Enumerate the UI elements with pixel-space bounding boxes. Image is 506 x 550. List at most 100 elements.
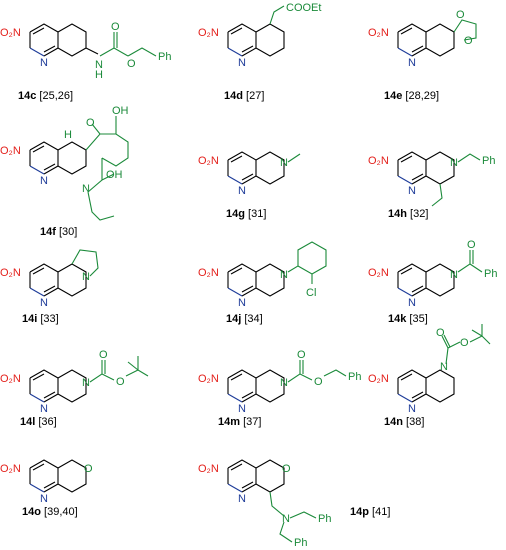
- substituent-label-n: N: [280, 157, 288, 169]
- structure-14e: O₂N N O O: [368, 9, 477, 69]
- substituent-label-cooet: COOEt: [286, 2, 321, 14]
- nitro-label: O₂N: [368, 373, 389, 385]
- substituent-label-ph: Ph: [318, 513, 331, 525]
- caption-14l: 14l [36]: [20, 416, 57, 428]
- substituent-label-n: N: [95, 59, 103, 71]
- compound-id: 14p: [350, 506, 369, 518]
- pyridine-n-label: N: [40, 493, 48, 505]
- substituent-label-ph: Ph: [158, 51, 171, 63]
- substituent-label-o2: O: [127, 58, 136, 70]
- substituent-label-n: N: [282, 513, 290, 525]
- substituent-label-o2: O: [116, 376, 125, 388]
- structure-14j: O₂N N N Cl: [198, 241, 327, 309]
- structure-14c: O₂N N N H O O Ph: [0, 21, 171, 81]
- substituent-label-ph2: Ph: [294, 537, 307, 549]
- structure-14k: O₂N N O N Ph: [368, 239, 497, 309]
- compound-refs: [30]: [58, 226, 78, 238]
- pyridine-n-label: N: [40, 297, 48, 309]
- substituent-label-o2: O: [460, 337, 469, 349]
- nitro-label: O₂N: [0, 27, 21, 39]
- pyridine-n-label: N: [238, 403, 246, 415]
- substituent-label-o: O: [86, 117, 95, 129]
- compound-refs: [33]: [40, 313, 59, 325]
- substituent-label-o: O: [282, 463, 291, 475]
- nitro-label: O₂N: [368, 27, 389, 39]
- substituent-label-n: N: [440, 361, 448, 373]
- compound-id: 14j: [226, 313, 242, 325]
- pyridine-n-label: N: [408, 185, 416, 197]
- nitro-label: O₂N: [198, 267, 219, 279]
- compound-refs: [39,40]: [44, 506, 78, 518]
- caption-14i: 14i [33]: [22, 313, 59, 325]
- compound-refs: [31]: [248, 208, 267, 220]
- pyridine-n-label: N: [40, 175, 48, 187]
- substituent-label-n: N: [82, 377, 90, 389]
- substituent-label-o: O: [84, 463, 93, 475]
- caption-14n: 14n [38]: [384, 416, 424, 428]
- substituent-label-cl: Cl: [306, 287, 316, 299]
- compound-refs: [36]: [38, 416, 57, 428]
- substituent-label-o: O: [436, 327, 445, 339]
- pyridine-n-label: N: [40, 57, 48, 69]
- compound-refs: [38]: [406, 416, 425, 428]
- structure-14n: O₂N N O O N: [368, 324, 491, 415]
- compound-id: 14m: [218, 416, 241, 428]
- nitro-label: O₂N: [368, 267, 389, 279]
- pyridine-n-label: N: [408, 297, 416, 309]
- substituent-label-o2: O: [314, 376, 323, 388]
- nitro-label: O₂N: [0, 373, 21, 385]
- compound-id: 14d: [224, 90, 243, 102]
- substituent-label-n: N: [82, 183, 90, 195]
- compound-id: 14i: [22, 313, 38, 325]
- caption-14p: 14p [41]: [350, 506, 390, 518]
- structure-14g: O₂N N N: [198, 151, 301, 197]
- substituent-label-n: N: [82, 271, 90, 283]
- compound-id: 14c: [18, 90, 37, 102]
- structure-14p: O₂N N O N Ph Ph: [198, 459, 331, 549]
- structure-14d: O₂N N COOEt: [198, 2, 321, 69]
- substituent-label-ph: Ph: [484, 268, 497, 280]
- structure-14m: O₂N N O N O Ph: [198, 349, 361, 415]
- compound-refs: [41]: [372, 506, 391, 518]
- compound-refs: [27]: [246, 90, 265, 102]
- caption-14o: 14o [39,40]: [22, 506, 78, 518]
- compound-refs: [25,26]: [39, 90, 74, 102]
- nitro-label: O₂N: [368, 155, 389, 167]
- nitro-label: O₂N: [198, 373, 219, 385]
- compound-refs: [32]: [410, 208, 429, 220]
- compound-id: 14g: [226, 208, 245, 220]
- compound-id: 14n: [384, 416, 403, 428]
- substituent-label-oh: OH: [112, 105, 129, 117]
- structure-14o: O₂N N O: [0, 459, 93, 505]
- pyridine-n-label: N: [238, 57, 246, 69]
- nitro-label: O₂N: [0, 463, 21, 475]
- structure-14l: O₂N N O N O: [0, 349, 149, 415]
- compound-id: 14o: [22, 506, 41, 518]
- substituent-label-o2: O: [464, 35, 473, 47]
- structure-14h: O₂N N N Ph: [368, 151, 495, 207]
- compound-refs: [28,29]: [405, 90, 440, 102]
- substituent-label-ph: Ph: [482, 155, 495, 167]
- structure-14i: O₂N N N: [0, 249, 99, 309]
- nitro-label: O₂N: [0, 267, 21, 279]
- nitro-label: O₂N: [198, 463, 219, 475]
- compound-id: 14e: [384, 90, 403, 102]
- compound-id: 14f: [40, 226, 56, 238]
- pyridine-n-label: N: [40, 403, 48, 415]
- nitro-label: O₂N: [198, 155, 219, 167]
- caption-14f: 14f [30]: [40, 226, 77, 238]
- structure-14f: O₂N N OH O H OH N: [0, 105, 129, 221]
- caption-14k: 14k [35]: [388, 313, 428, 325]
- substituent-label-oh2: OH: [106, 169, 123, 181]
- pyridine-n-label: N: [408, 403, 416, 415]
- caption-14d: 14d [27]: [224, 90, 264, 102]
- substituent-label-h: H: [64, 129, 72, 141]
- caption-14m: 14m [37]: [218, 416, 261, 428]
- substituent-label-ph: Ph: [348, 371, 361, 383]
- substituent-label-o: O: [297, 349, 306, 361]
- caption-14g: 14g [31]: [226, 208, 266, 220]
- nitro-label: O₂N: [0, 145, 21, 157]
- compound-id: 14h: [388, 208, 407, 220]
- caption-14e: 14e [28,29]: [384, 90, 439, 102]
